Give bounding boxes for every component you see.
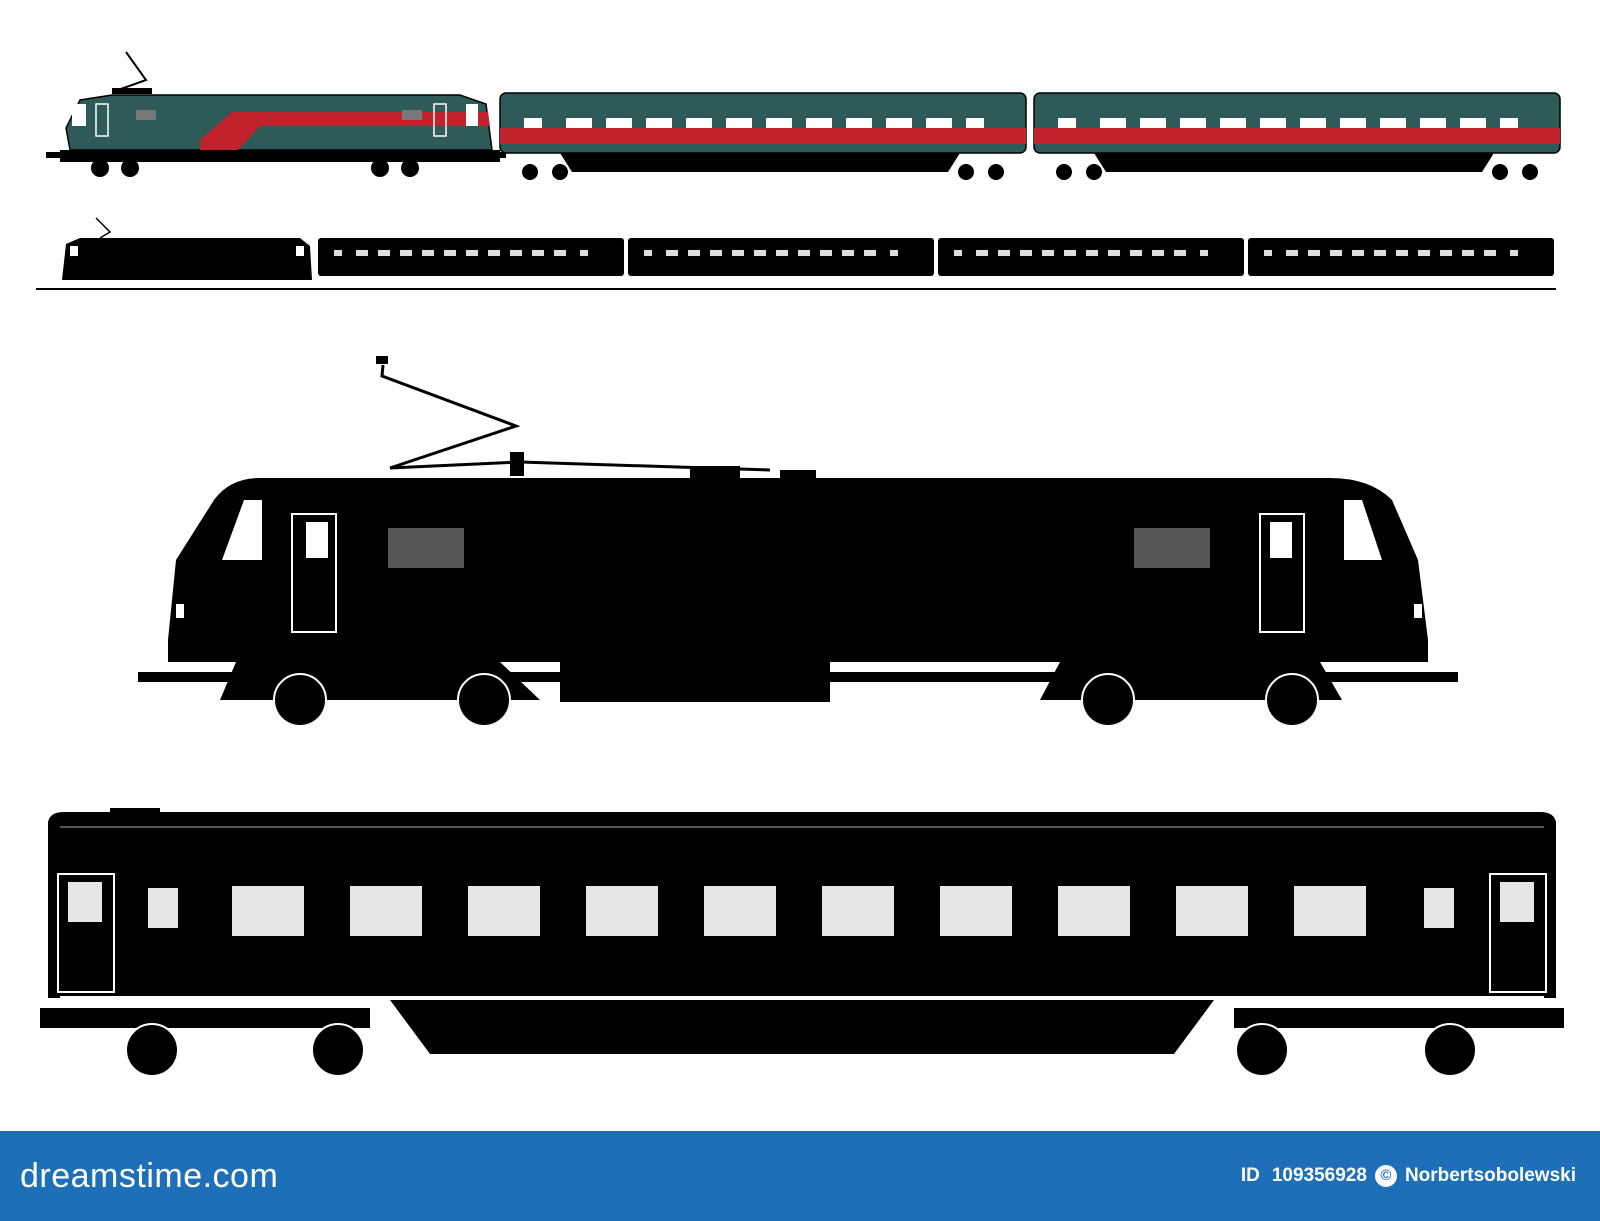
coach-windows — [148, 886, 1454, 936]
watermark-footer: dreamstime.com ID 109356928 © Norbertsob… — [0, 1131, 1600, 1221]
large-locomotive-silhouette — [138, 356, 1458, 727]
copyright-icon: © — [1374, 1165, 1397, 1187]
brand-name: dreamstime.com — [20, 1156, 279, 1195]
author-name: Norbertsobolewski — [1404, 1165, 1576, 1186]
large-coach-silhouette — [40, 808, 1564, 1077]
image-credit: ID 109356928 © Norbertsobolewski — [1241, 1165, 1576, 1187]
colored-locomotive — [46, 51, 506, 177]
train-illustration — [36, 51, 1564, 1077]
id-label: ID — [1240, 1165, 1260, 1186]
rail-line — [36, 288, 1556, 290]
colored-coach — [1033, 92, 1561, 180]
image-id: 109356928 — [1271, 1165, 1367, 1186]
small-train-silhouette — [36, 217, 1556, 290]
colored-coach — [499, 92, 1027, 180]
loco-cab-window — [72, 104, 86, 126]
